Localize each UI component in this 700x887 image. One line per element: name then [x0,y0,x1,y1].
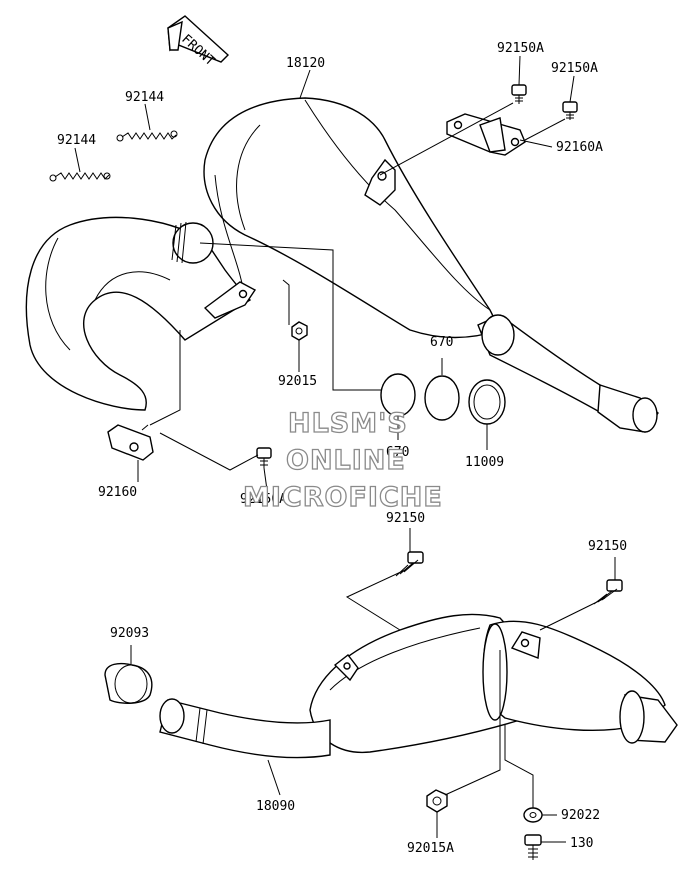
spring-upper[interactable] [116,130,178,142]
nut-92015A[interactable] [426,789,448,813]
label-92015A: 92015A [407,841,454,856]
bolt-92150A-upper-left[interactable] [511,84,527,104]
watermark: HLSM'S ONLINE MICROFICHE [242,407,443,513]
nut-92015[interactable] [291,321,308,341]
bolt-130[interactable] [524,834,542,860]
label-92022: 92022 [561,808,600,823]
label-92150A-b: 92150A [551,61,598,76]
label-92160: 92160 [98,485,137,500]
o-ring-670-right[interactable] [424,375,460,421]
bolt-92150A-upper-right[interactable] [562,101,578,120]
bracket-92160A[interactable] [446,113,526,156]
label-92144-a: 92144 [125,90,164,105]
label-670-lower: 670 [386,445,409,460]
label-92150-b: 92150 [588,539,627,554]
label-92144-b: 92144 [57,133,96,148]
silencer[interactable] [309,613,678,754]
label-92093: 92093 [110,626,149,641]
spring-lower[interactable] [49,172,111,182]
leader-lines [74,55,616,843]
watermark-line-3: MICROFICHE [243,482,443,513]
gasket-11009[interactable] [468,379,506,425]
front-arrow-icon: FRONT [167,15,230,69]
label-92150A-a: 92150A [497,41,544,56]
label-92150-a: 92150 [386,511,425,526]
watermark-line-1: HLSM'S [288,408,408,439]
label-130: 130 [570,836,593,851]
label-11009: 11009 [465,455,504,470]
label-92015: 92015 [278,374,317,389]
bolt-92150-right[interactable] [593,579,623,605]
connector-pipe-18090[interactable] [159,698,331,759]
bolt-92150A-lower[interactable] [256,447,272,468]
label-18120: 18120 [286,56,325,71]
label-92160A: 92160A [556,140,603,155]
gasket-92093[interactable] [104,662,153,704]
washer-92022[interactable] [523,807,543,823]
label-18090: 18090 [256,799,295,814]
label-670-upper: 670 [430,335,453,350]
bracket-92160[interactable] [107,424,154,461]
label-92150A-c: 92150A [240,492,287,507]
expansion-chamber[interactable] [25,97,659,433]
watermark-line-2: ONLINE [286,445,406,476]
bolt-92150-left[interactable] [395,551,424,577]
